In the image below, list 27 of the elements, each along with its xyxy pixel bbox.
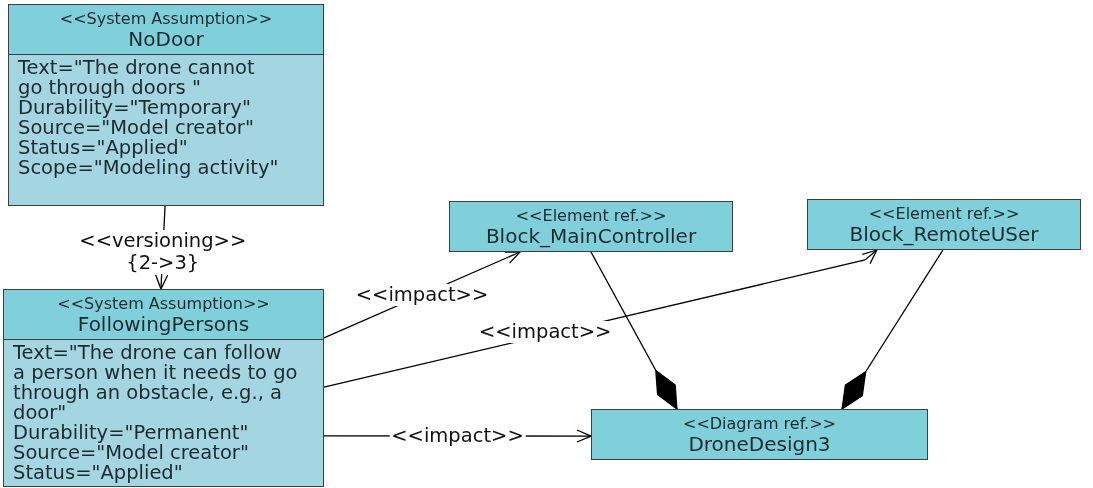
- class-name: Block_MainController: [485, 224, 697, 247]
- attribute-text: Text="The drone cannot go through doors ": [18, 58, 256, 98]
- class-name: Block_RemoteUSer: [849, 222, 1039, 245]
- stereotype-label: <<System Assumption>>: [57, 294, 270, 313]
- uml-class-box: [3, 289, 324, 487]
- class-name: FollowingPersons: [77, 312, 250, 335]
- uml-class-box: [807, 199, 1081, 250]
- attribute-text: Durability="Temporary": [18, 98, 252, 118]
- composition-line: [841, 249, 944, 410]
- edge-label: <<impact>>: [389, 424, 526, 447]
- uml-class-box: [591, 409, 928, 460]
- uml-class-box: [449, 201, 733, 252]
- attribute-text: Source="Model creator": [18, 118, 255, 138]
- stereotype-label: <<System Assumption>>: [59, 9, 273, 28]
- attribute-text: Status="Applied": [13, 463, 184, 483]
- attribute-text: Status="Applied": [18, 138, 188, 158]
- class-name: DroneDesign3: [688, 432, 831, 455]
- uml-class-box: [8, 4, 324, 206]
- class-name: NoDoor: [128, 27, 204, 50]
- stereotype-label: <<Element ref.>>: [868, 204, 1020, 223]
- stereotype-label: <<Element ref.>>: [515, 206, 667, 225]
- attribute-text: Text="The drone can follow a person when it needs to go through an obstacle, e.g., a door": [13, 343, 299, 423]
- attribute-text: Scope="Modeling activity": [18, 158, 280, 178]
- stereotype-label: <<Diagram ref.>>: [683, 414, 836, 433]
- attribute-text: Source="Model creator": [13, 443, 250, 463]
- attribute-text: Durability="Permanent": [13, 423, 250, 443]
- composition-line: [590, 251, 678, 410]
